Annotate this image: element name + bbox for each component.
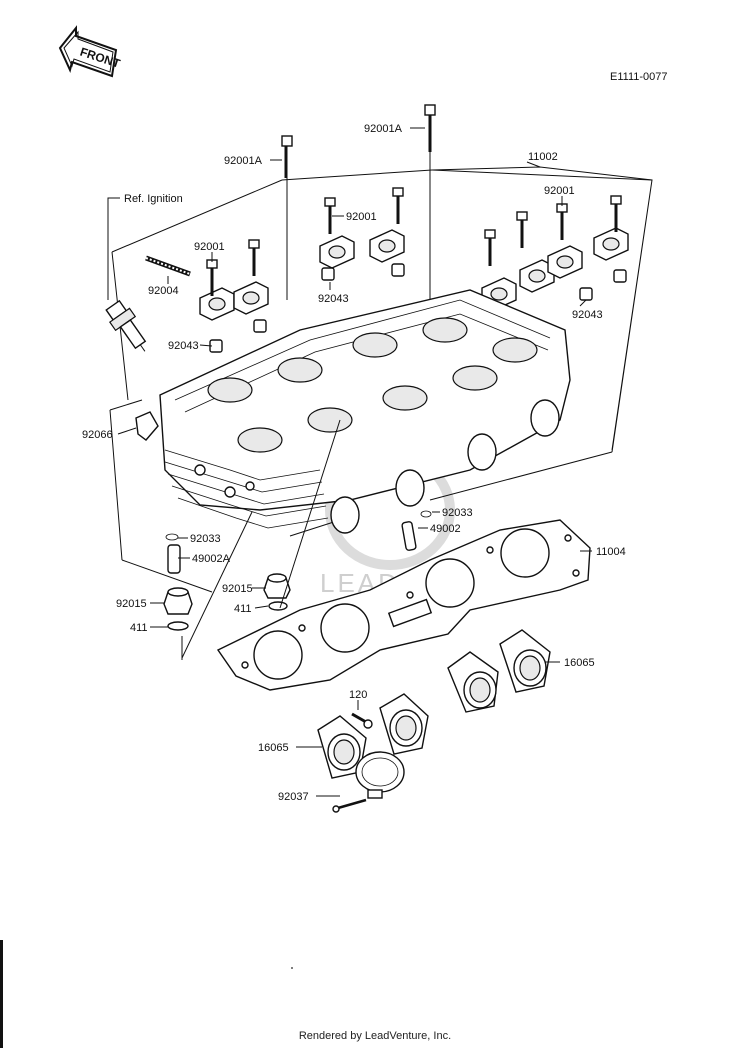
- footer-credit: Rendered by LeadVenture, Inc.: [298, 1030, 452, 1042]
- callout-92001A-right: 92001A: [364, 123, 403, 135]
- callout-11002: 11002: [528, 151, 558, 163]
- bolt-92001A-left-icon: [281, 135, 293, 300]
- speck: [291, 967, 293, 969]
- cam-cap-bore: [602, 237, 620, 251]
- cam-cap-bore: [208, 297, 226, 311]
- cam-cap-bore: [242, 291, 260, 305]
- nut-92015-mid-icon: [263, 573, 291, 599]
- callout-92001-left: 92001: [194, 241, 225, 253]
- cylinder-head-icon: [159, 289, 571, 534]
- valve-guide-49002-icon: [401, 510, 432, 551]
- washer-411-mid-icon: [268, 601, 288, 611]
- dowel-92043-right-2: [613, 269, 627, 283]
- callout-92015-mid: 92015: [222, 583, 253, 595]
- callout-411-left: 411: [130, 622, 148, 634]
- cap-bolt-head: [610, 195, 622, 205]
- callout-120: 120: [349, 689, 367, 701]
- front-arrow-icon: FRONT: [58, 25, 123, 78]
- nut-92015-left-icon: [163, 587, 193, 615]
- dowel-92043-mid: [321, 267, 335, 281]
- stud-92004-icon: [145, 255, 191, 277]
- dowel-92043-mid-2: [391, 263, 405, 277]
- callout-92001-mid: 92001: [346, 211, 377, 223]
- callout-411-mid: 411: [234, 603, 252, 615]
- cap-bolt-head: [484, 229, 496, 239]
- leader-lines: [117, 127, 592, 797]
- cam-cap-bore: [328, 245, 346, 259]
- callout-16065-right: 16065: [564, 657, 595, 669]
- callout-49002A: 49002A: [192, 553, 231, 565]
- valve-guide-49002A-icon: [165, 533, 181, 574]
- callout-92043-mid: 92043: [318, 293, 349, 305]
- cam-cap-bore: [490, 287, 508, 301]
- intake-holder-16065-left-icon: [317, 693, 429, 779]
- callout-92037: 92037: [278, 791, 309, 803]
- cam-cap-bore: [378, 239, 396, 253]
- left-stud-line: [181, 511, 253, 659]
- camshaft-caps: [199, 187, 629, 321]
- assembly-outline-top: [281, 169, 433, 181]
- callout-11004: 11004: [596, 546, 626, 558]
- cam-cap-bore: [556, 255, 574, 269]
- dowel-92043-right: [579, 287, 593, 301]
- dowel-92043-left-2: [253, 319, 267, 333]
- callout-92043-right: 92043: [572, 309, 603, 321]
- screw-120-icon: [351, 712, 373, 729]
- callout-92001A-left: 92001A: [224, 155, 263, 167]
- callout-92033-left: 92033: [190, 533, 221, 545]
- diagram-code: E1111-0077: [610, 71, 668, 83]
- head-gasket-11004-icon: [216, 519, 591, 691]
- cam-cap-bore: [528, 269, 546, 283]
- ref-ignition-bracket: Ref. Ignition: [107, 193, 183, 300]
- bracket-92066-icon: [135, 411, 159, 441]
- assembly-outline-top-right: [431, 166, 653, 181]
- callout-49002: 49002: [430, 523, 461, 535]
- washer-411-left-icon: [167, 621, 189, 631]
- callout-92066: 92066: [82, 429, 113, 441]
- mid-stud-line: [279, 419, 341, 609]
- spark-plug-icon: [105, 299, 147, 352]
- callout-16065-left: 16065: [258, 742, 289, 754]
- clamp-92037-icon: [332, 751, 405, 813]
- cap-bolt-head: [324, 197, 336, 207]
- callout-92043-left: 92043: [168, 340, 199, 352]
- callout-92015-left: 92015: [116, 598, 147, 610]
- cap-bolt-head: [516, 211, 528, 221]
- callout-92033-right: 92033: [442, 507, 473, 519]
- intake-holder-16065-right-icon: [447, 629, 551, 713]
- page-edge-bar: [0, 940, 3, 1048]
- callout-labels: 92001A 92001A 11002 92001 92001 92001 92…: [82, 123, 626, 803]
- cap-bolt-head: [392, 187, 404, 197]
- callout-92001-right: 92001: [544, 185, 575, 197]
- ref-ignition-label: Ref. Ignition: [124, 193, 183, 205]
- callout-92004: 92004: [148, 285, 179, 297]
- cap-bolt-head: [248, 239, 260, 249]
